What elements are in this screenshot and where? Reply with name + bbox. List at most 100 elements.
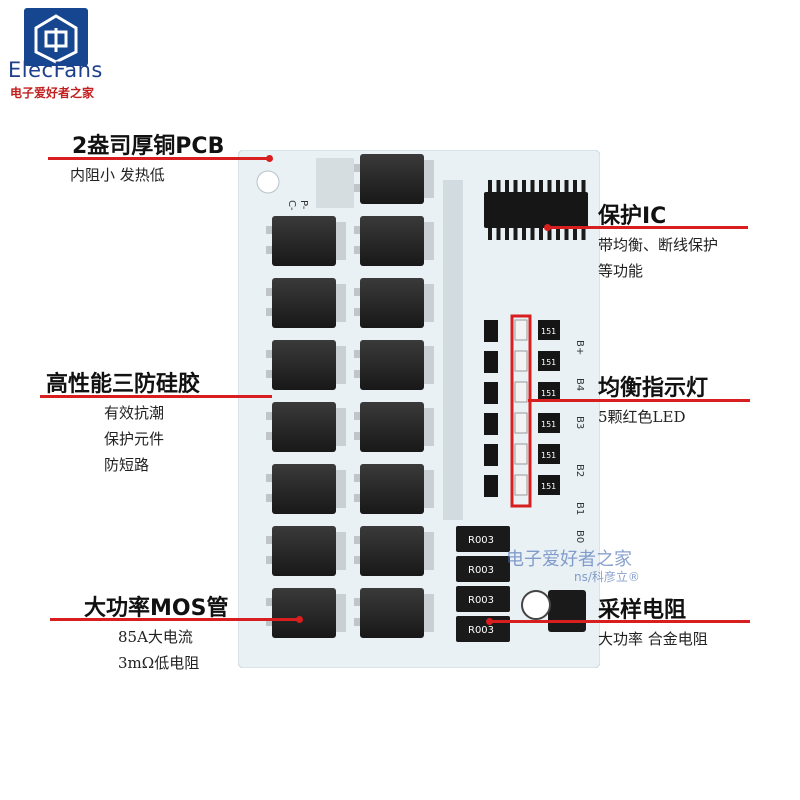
mosfet bbox=[354, 402, 434, 452]
protection-ic bbox=[484, 192, 588, 228]
ic-pin bbox=[581, 180, 586, 192]
ic-pin bbox=[488, 180, 492, 192]
ic-pointer-dot bbox=[544, 224, 551, 231]
ic-pin bbox=[530, 228, 535, 240]
balance-led: 151 bbox=[484, 412, 560, 435]
mos-pointer-dot bbox=[296, 616, 303, 623]
mos-title: 大功率MOS管 bbox=[84, 596, 229, 621]
led-desc: 5颗红色LED bbox=[598, 408, 686, 426]
mosfet bbox=[354, 278, 434, 328]
pcb-pointer-line bbox=[48, 157, 270, 160]
sense-code: 151 bbox=[541, 358, 556, 367]
ic-title: 保护IC bbox=[598, 204, 667, 229]
ic-pin bbox=[496, 228, 501, 240]
resistor-code: R003 bbox=[468, 565, 494, 576]
ic-pin bbox=[505, 228, 509, 240]
sample-title: 采样电阻 bbox=[598, 598, 687, 623]
mosfet bbox=[266, 340, 346, 390]
silicone-desc-1: 有效抗潮 bbox=[104, 404, 165, 422]
label-b3: B3 bbox=[574, 416, 585, 429]
ic-pin bbox=[530, 180, 535, 192]
label-b2: B2 bbox=[574, 464, 585, 477]
mosfet bbox=[266, 464, 346, 514]
pcb-desc: 内阻小 发热低 bbox=[70, 166, 165, 184]
mount-hole bbox=[256, 170, 280, 194]
ic-pin bbox=[522, 180, 526, 192]
sense-code: 151 bbox=[541, 482, 556, 491]
pcb-title: 2盎司厚铜PCB bbox=[72, 134, 225, 159]
silicone-title: 高性能三防硅胶 bbox=[46, 372, 201, 397]
sample-pointer-dot bbox=[486, 618, 493, 625]
logo-mark-icon bbox=[34, 14, 78, 64]
silicone-desc-3: 防短路 bbox=[104, 456, 150, 474]
mosfet bbox=[354, 464, 434, 514]
balance-led: 151 bbox=[484, 319, 560, 342]
ic-desc-1: 带均衡、断线保护 bbox=[598, 236, 719, 254]
label-bplus: B+ bbox=[574, 340, 585, 355]
sense-code: 151 bbox=[541, 420, 556, 429]
watermark-line1: 电子爱好者之家 bbox=[506, 549, 632, 570]
sense-code: 151 bbox=[541, 451, 556, 460]
mosfet bbox=[266, 278, 346, 328]
mos-desc-2: 3mΩ低电阻 bbox=[118, 654, 200, 672]
ic-pin bbox=[547, 180, 552, 192]
label-p: P- bbox=[298, 200, 309, 210]
mosfet bbox=[354, 526, 434, 576]
resistor-code: R003 bbox=[468, 595, 494, 606]
mosfet bbox=[266, 216, 346, 266]
mosfet bbox=[354, 154, 434, 204]
mosfet bbox=[266, 402, 346, 452]
ic-pin bbox=[513, 228, 518, 240]
ic-pin bbox=[522, 228, 526, 240]
balance-led: 151 bbox=[484, 381, 560, 404]
mount-hole bbox=[521, 590, 551, 620]
ic-pin bbox=[556, 180, 560, 192]
ic-pin bbox=[539, 180, 543, 192]
ic-pin bbox=[564, 180, 569, 192]
logo-brand: ElecFans bbox=[8, 58, 103, 82]
mosfet bbox=[266, 526, 346, 576]
led-title: 均衡指示灯 bbox=[598, 376, 709, 401]
label-c: C- bbox=[286, 200, 297, 211]
mos-pointer-line bbox=[50, 618, 300, 621]
mosfet bbox=[354, 588, 434, 638]
ic-pin bbox=[556, 228, 560, 240]
ic-pin bbox=[564, 228, 569, 240]
ic-pin bbox=[547, 228, 552, 240]
mosfet bbox=[354, 340, 434, 390]
sense-code: 151 bbox=[541, 327, 556, 336]
ic-pin bbox=[513, 180, 518, 192]
ic-desc-2: 等功能 bbox=[598, 262, 644, 280]
ic-pointer-line bbox=[548, 226, 748, 229]
led-pointer-line bbox=[528, 399, 750, 402]
ic-pin bbox=[488, 228, 492, 240]
logo-subtitle: 电子爱好者之家 bbox=[10, 86, 95, 100]
sample-pointer-line bbox=[490, 620, 750, 623]
ic-pin bbox=[496, 180, 501, 192]
ic-pin bbox=[581, 228, 586, 240]
silicone-pointer-line bbox=[40, 395, 272, 398]
balance-led: 151 bbox=[484, 474, 560, 497]
label-b1: B1 bbox=[574, 502, 585, 515]
sense-code: 151 bbox=[541, 389, 556, 398]
ic-pin bbox=[573, 228, 577, 240]
watermark-line2: ns/科彦立® bbox=[574, 570, 640, 584]
silicone-desc-2: 保护元件 bbox=[104, 430, 165, 448]
label-b4: B4 bbox=[574, 378, 585, 391]
mosfet bbox=[354, 216, 434, 266]
mos-desc-1: 85A大电流 bbox=[118, 628, 193, 646]
sample-desc: 大功率 合金电阻 bbox=[598, 630, 708, 648]
ic-pin bbox=[539, 228, 543, 240]
resistor-code: R003 bbox=[468, 535, 494, 546]
pcb-pointer-dot bbox=[266, 155, 273, 162]
connector-pad bbox=[548, 590, 586, 632]
balance-led: 151 bbox=[484, 443, 560, 466]
ic-pin bbox=[573, 180, 577, 192]
resistor-code: R003 bbox=[468, 625, 494, 636]
elecfans-logo bbox=[24, 8, 88, 66]
ic-pin bbox=[505, 180, 509, 192]
mosfet bbox=[266, 588, 346, 638]
balance-led: 151 bbox=[484, 350, 560, 373]
led-highlight-box bbox=[510, 314, 532, 508]
